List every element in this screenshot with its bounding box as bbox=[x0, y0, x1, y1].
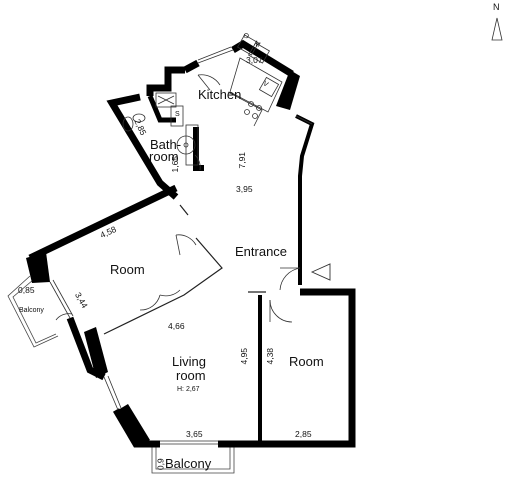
dim-right-room-depth: 4,38 bbox=[265, 347, 276, 365]
bathroom-label-line1: Bath- bbox=[150, 137, 182, 152]
kitchen-label: Kitchen bbox=[198, 87, 242, 102]
dim-living-width: 3,65 bbox=[186, 429, 203, 439]
entrance-label: Entrance bbox=[235, 244, 288, 259]
ceiling-height: H: 2,67 bbox=[177, 386, 200, 393]
bathroom-fixtures bbox=[122, 92, 199, 166]
bottom-balcony-outline bbox=[151, 444, 235, 474]
left-room-label: Room bbox=[110, 262, 145, 277]
dim-living-depth: 4,95 bbox=[239, 347, 250, 365]
dim-hall-length: 7,91 bbox=[237, 151, 248, 169]
partitions bbox=[103, 204, 266, 335]
dim-bath-width: 1,65 bbox=[170, 155, 181, 173]
living-room-label-line1: Living bbox=[172, 354, 206, 369]
north-label: N bbox=[493, 2, 500, 12]
walls bbox=[26, 39, 356, 448]
dim-kitchen-width: 3,07 bbox=[246, 55, 263, 65]
windows bbox=[49, 46, 313, 445]
north-arrow-icon bbox=[491, 17, 503, 41]
living-room-label-line2: room bbox=[176, 368, 206, 383]
left-balcony-label: Balcony bbox=[19, 307, 44, 314]
right-room-label: Room bbox=[289, 354, 324, 369]
left-balcony-outline bbox=[7, 275, 59, 348]
dim-right-room-width: 2,85 bbox=[295, 429, 312, 439]
entrance-marker-icon bbox=[310, 263, 331, 281]
dim-living-length: 4,66 bbox=[168, 321, 185, 331]
kitchen-fixtures bbox=[227, 34, 283, 127]
dim-balcony-depth: 0,85 bbox=[18, 285, 35, 295]
bathroom-label-line2: room bbox=[149, 149, 179, 164]
shower-label: S bbox=[175, 111, 180, 118]
dim-hall-width: 3,95 bbox=[236, 184, 253, 194]
doors bbox=[55, 74, 301, 323]
bottom-balcony-label: Balcony bbox=[165, 456, 212, 471]
dim-bottom-balcony-depth: 0,9 bbox=[155, 458, 166, 471]
